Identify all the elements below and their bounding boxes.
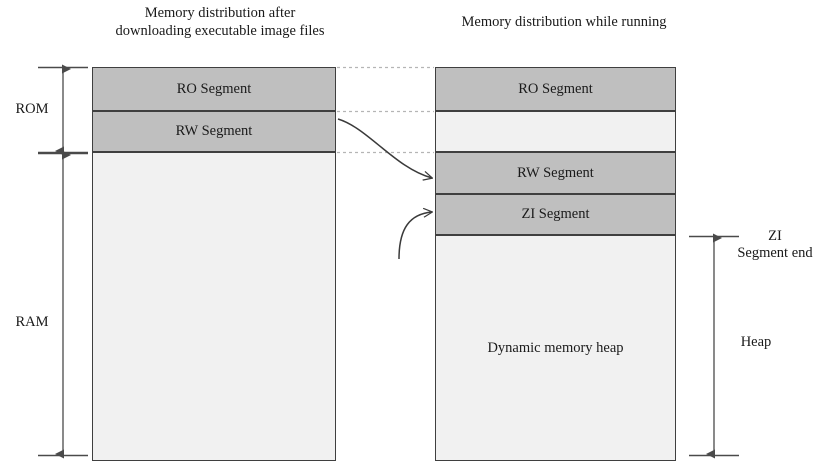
right-segment-heap-label: Dynamic memory heap bbox=[487, 339, 624, 356]
right-segment-rw: RW Segment bbox=[435, 152, 676, 194]
ram-range-label: RAM bbox=[15, 314, 49, 330]
zi-segment-end-line2: Segment end bbox=[737, 245, 813, 261]
right-segment-zi-label: ZI Segment bbox=[521, 206, 590, 222]
left-panel-title: Memory distribution after downloading ex… bbox=[115, 5, 325, 39]
left-segment-free bbox=[92, 152, 336, 461]
zi-creation-arrow bbox=[398, 212, 432, 260]
left-segment-ro: RO Segment bbox=[92, 67, 336, 111]
rw-relocation-arrow bbox=[337, 118, 432, 178]
right-segment-heap: Dynamic memory heap bbox=[435, 235, 676, 461]
right-segment-rw-label: RW Segment bbox=[517, 164, 594, 181]
zi-segment-end-line1: ZI bbox=[768, 228, 782, 244]
zi-segment-end-label: ZI Segment end bbox=[724, 228, 826, 262]
alignment-guides bbox=[337, 66, 434, 154]
left-segment-rw-label: RW Segment bbox=[175, 123, 253, 139]
left-segment-rw: RW Segment bbox=[92, 111, 336, 152]
ram-measure bbox=[38, 150, 88, 459]
right-segment-gap bbox=[435, 111, 676, 152]
left-segment-ro-label: RO Segment bbox=[176, 80, 252, 97]
right-segment-ro: RO Segment bbox=[435, 67, 676, 111]
rom-range-label: ROM bbox=[15, 101, 49, 117]
heap-range-label: Heap bbox=[740, 334, 772, 350]
right-segment-zi: ZI Segment bbox=[435, 194, 676, 235]
right-panel-title: Memory distribution while running bbox=[461, 14, 667, 30]
right-segment-ro-label: RO Segment bbox=[518, 80, 593, 97]
